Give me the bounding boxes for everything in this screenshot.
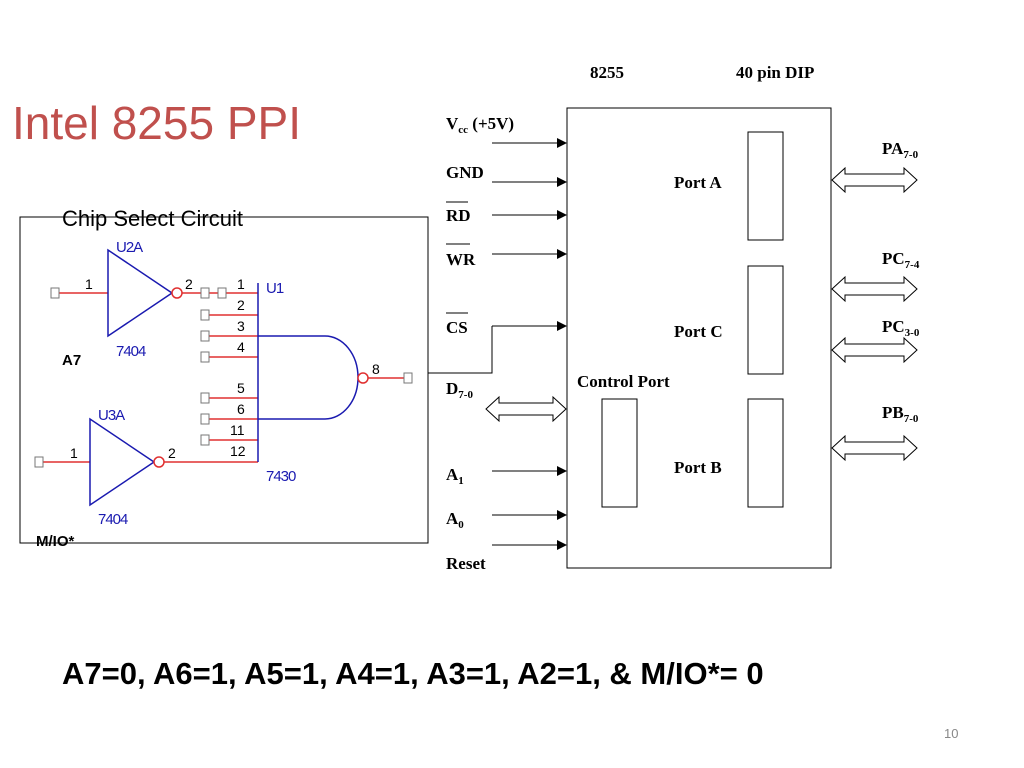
u1-pin-6: 6 <box>237 401 245 417</box>
u1-pin-2: 2 <box>237 297 245 313</box>
u2a-label: U2A <box>116 239 143 256</box>
u3a-part: 7404 <box>98 511 128 528</box>
pc-hi-label: PC7-4 <box>882 249 920 271</box>
pc-lo-label: PC3-0 <box>882 317 920 339</box>
control-port-label: Control Port <box>577 372 670 391</box>
u1-pin-3: 3 <box>237 318 245 334</box>
u3a-pin-in: 1 <box>70 445 78 461</box>
u1-pin-out: 8 <box>372 361 380 377</box>
u1-pin-12: 12 <box>230 443 246 459</box>
u2a-pin-in: 1 <box>85 276 93 292</box>
u1-output-bubble <box>357 372 369 384</box>
u1-nand-gate <box>258 335 359 420</box>
u1-pin-1: 1 <box>237 276 245 292</box>
pa-label: PA7-0 <box>882 139 919 161</box>
slide-title: Intel 8255 PPI <box>12 97 301 149</box>
data-bus-label: D7-0 <box>446 379 473 401</box>
a1-label: A1 <box>446 465 464 487</box>
u2a-pin-out: 2 <box>185 276 193 292</box>
data-bus-arrow <box>485 395 567 423</box>
u1-pin-5: 5 <box>237 380 245 396</box>
port-a-register <box>747 131 784 241</box>
control-port-register <box>601 398 638 508</box>
wr-label: WR <box>446 250 476 269</box>
port-b-register <box>747 398 784 508</box>
a7-label: A7 <box>62 352 82 369</box>
u1-input-pins <box>208 314 258 441</box>
u1-pin-11: 11 <box>230 422 245 438</box>
pc-lo-bus-arrow <box>831 336 918 364</box>
u1-pin-terminals <box>200 309 210 446</box>
u1-output-terminal <box>403 372 413 384</box>
cs-label: CS <box>446 318 468 337</box>
chip-select-box <box>19 216 429 544</box>
pa-bus-arrow <box>831 166 918 194</box>
address-caption: A7=0, A6=1, A5=1, A4=1, A3=1, A2=1, & M/… <box>62 656 764 691</box>
gnd-label: GND <box>446 163 484 182</box>
pb-bus-arrow <box>831 434 918 462</box>
u3a-inverter <box>34 417 258 507</box>
u2a-inverter <box>50 248 258 338</box>
port-b-label: Port B <box>674 458 722 477</box>
u1-pin-4: 4 <box>237 339 245 355</box>
u2a-part: 7404 <box>116 343 146 360</box>
chip-select-subtitle: Chip Select Circuit <box>62 206 243 231</box>
pb-label: PB7-0 <box>882 403 919 425</box>
chip-package: 40 pin DIP <box>736 63 814 82</box>
u1-label: U1 <box>266 280 284 297</box>
pc-hi-bus-arrow <box>831 275 918 303</box>
port-c-label: Port C <box>674 322 723 341</box>
u3a-pin-out: 2 <box>168 445 176 461</box>
port-a-label: Port A <box>674 173 722 192</box>
mio-label: M/IO* <box>36 533 75 550</box>
u1-part: 7430 <box>266 468 296 485</box>
reset-label: Reset <box>446 554 486 573</box>
chip-8255-body <box>566 107 832 569</box>
vcc-label: Vcc (+5V) <box>446 114 514 136</box>
port-c-register <box>747 265 784 375</box>
cs-wire <box>428 326 493 374</box>
page-number: 10 <box>944 726 959 741</box>
rd-label: RD <box>446 206 471 225</box>
a0-label: A0 <box>446 509 464 531</box>
input-arrows <box>492 138 567 550</box>
u3a-label: U3A <box>98 407 125 424</box>
chip-name: 8255 <box>590 63 624 82</box>
